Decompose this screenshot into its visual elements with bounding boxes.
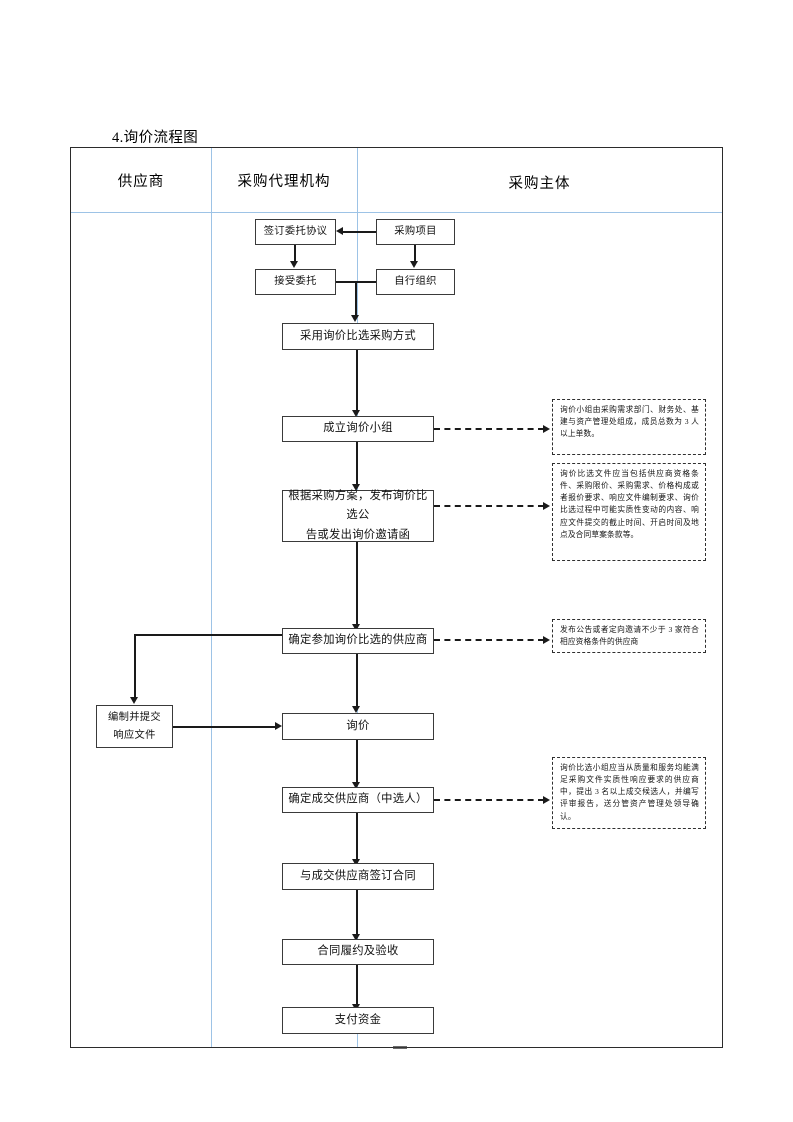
arrowhead-agreement-to-accept bbox=[290, 261, 298, 268]
connector-prepare-to-inquiry bbox=[173, 726, 276, 728]
lane-header-underline bbox=[71, 212, 722, 213]
node-prepare-document-line1: 编制并提交 bbox=[108, 712, 161, 723]
connector-project-to-self bbox=[414, 245, 416, 263]
arrowhead-merge-down bbox=[351, 315, 359, 322]
connector-left-down bbox=[134, 634, 136, 698]
arrowhead-note-group bbox=[543, 425, 550, 433]
node-adopt-method[interactable]: 采用询价比选采购方式 bbox=[282, 323, 434, 350]
connector-determine-to-inquiry bbox=[356, 654, 358, 708]
node-publish-notice-line2: 告或发出询价邀请函 bbox=[305, 528, 411, 541]
note-document: 询价比选文件应当包括供应商资格条件、采购限价、采购需求、价格构成或者报价要求、响… bbox=[552, 463, 706, 561]
arrowhead-prepare-to-inquiry bbox=[275, 722, 282, 730]
node-sign-agreement[interactable]: 签订委托协议 bbox=[255, 219, 336, 245]
node-publish-notice-line1: 根据采购方案，发布询价比选公 bbox=[288, 490, 428, 522]
arrowhead-note-winner bbox=[543, 796, 550, 804]
arrowhead-project-to-agreement bbox=[336, 227, 343, 235]
node-contract-perform[interactable]: 合同履约及验收 bbox=[282, 939, 434, 965]
arrowhead-group-to-publish bbox=[352, 484, 360, 491]
node-form-group[interactable]: 成立询价小组 bbox=[282, 416, 434, 442]
connector-determine-to-left bbox=[134, 634, 282, 636]
node-publish-notice[interactable]: 根据采购方案，发布询价比选公 告或发出询价邀请函 bbox=[282, 490, 434, 542]
lane-divider-agency-purchaser bbox=[357, 148, 358, 216]
lane-header-purchaser: 采购主体 bbox=[508, 176, 571, 192]
arrowhead-inquiry-to-winner bbox=[352, 782, 360, 789]
lane-divider-supplier-agency bbox=[211, 148, 212, 1047]
arrowhead-method-to-group bbox=[352, 410, 360, 417]
connector-perform-to-pay bbox=[356, 965, 358, 1006]
node-sign-contract[interactable]: 与成交供应商签订合同 bbox=[282, 863, 434, 890]
arrowhead-note-document bbox=[543, 502, 550, 510]
connector-contract-to-perform bbox=[356, 890, 358, 936]
connector-note-document bbox=[434, 505, 544, 507]
connector-inquiry-to-winner bbox=[356, 740, 358, 784]
arrowhead-note-invite bbox=[543, 636, 550, 644]
connector-group-to-publish bbox=[356, 442, 358, 486]
connector-winner-to-contract bbox=[356, 813, 358, 861]
connector-note-group bbox=[434, 428, 544, 430]
node-determine-suppliers[interactable]: 确定参加询价比选的供应商 bbox=[282, 628, 434, 654]
node-accept-entrust[interactable]: 接受委托 bbox=[255, 269, 336, 295]
lane-header-agency: 采购代理机构 bbox=[237, 174, 331, 190]
flowchart-frame bbox=[70, 147, 723, 1048]
node-prepare-document[interactable]: 编制并提交 响应文件 bbox=[96, 705, 173, 748]
node-determine-winner[interactable]: 确定成交供应商（中选人） bbox=[282, 787, 434, 813]
connector-note-winner bbox=[434, 799, 544, 801]
connector-method-to-group bbox=[356, 350, 358, 412]
connector-merge-down bbox=[355, 281, 357, 317]
node-pay-funds[interactable]: 支付资金 bbox=[282, 1007, 434, 1034]
node-inquiry[interactable]: 询价 bbox=[282, 713, 434, 740]
connector-note-invite bbox=[434, 639, 544, 641]
arrowhead-determine-to-inquiry bbox=[352, 706, 360, 713]
arrowhead-left-down bbox=[130, 697, 138, 704]
page-footer-mark bbox=[393, 1046, 407, 1049]
arrowhead-publish-to-determine bbox=[352, 624, 360, 631]
note-invite: 发布公告或者定向邀请不少于 3 家符合相应资格条件的供应商 bbox=[552, 619, 706, 653]
connector-publish-to-determine bbox=[356, 542, 358, 626]
connector-agreement-to-accept bbox=[294, 245, 296, 263]
note-winner: 询价比选小组应当从质量和服务均能满足采购文件实质性响应要求的供应商中，提出 3 … bbox=[552, 757, 706, 829]
arrowhead-contract-to-perform bbox=[352, 934, 360, 941]
lane-header-supplier: 供应商 bbox=[117, 174, 165, 190]
connector-project-to-agreement bbox=[343, 231, 376, 233]
node-procurement-project[interactable]: 采购项目 bbox=[376, 219, 455, 245]
node-prepare-document-line2: 响应文件 bbox=[113, 729, 156, 741]
page-title: 4.询价流程图 bbox=[112, 126, 199, 149]
node-self-organize[interactable]: 自行组织 bbox=[376, 269, 455, 295]
arrowhead-project-to-self bbox=[410, 261, 418, 268]
note-group: 询价小组由采购需求部门、财务处、基建与资产管理处组成，成员总数为 3 人以上单数… bbox=[552, 399, 706, 455]
arrowhead-winner-to-contract bbox=[352, 859, 360, 866]
